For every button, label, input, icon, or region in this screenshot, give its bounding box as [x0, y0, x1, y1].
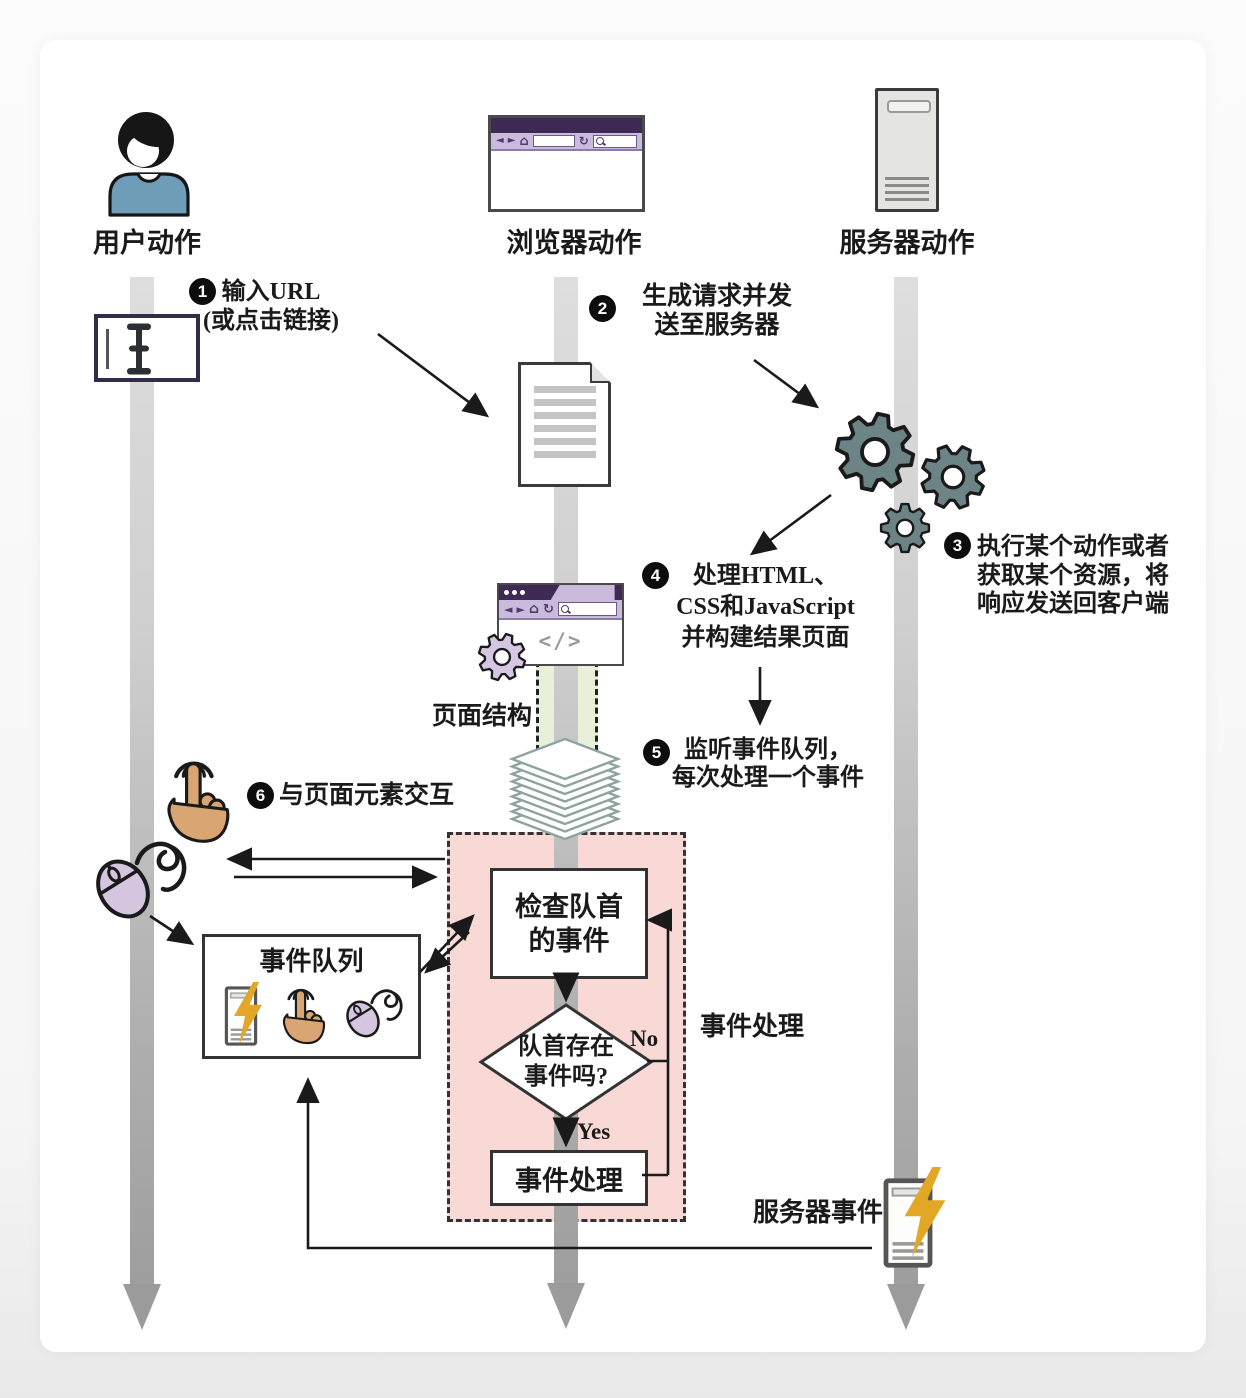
mouse-icon	[83, 841, 195, 929]
server-slot	[887, 100, 931, 113]
yes-label: Yes	[577, 1119, 611, 1144]
search-field	[592, 134, 637, 148]
process-event-box: 事件处理	[490, 1150, 648, 1206]
forward-icon: ►	[507, 135, 516, 146]
step4-badge: 4	[642, 562, 669, 589]
code-tag-label: </>	[538, 629, 583, 653]
refresh-icon: ↻	[542, 601, 554, 617]
user-person-icon	[108, 112, 190, 217]
back-icon: ◄	[504, 602, 513, 616]
mini-search-field	[557, 602, 617, 616]
queue-tap-hand-icon	[276, 979, 330, 1047]
home-icon: ⌂	[519, 133, 529, 149]
browser-toolbar: ◄ ► ⌂ ↻	[491, 133, 642, 151]
step5-badge: 5	[643, 739, 670, 766]
ibeam-cursor-icon	[127, 323, 151, 375]
step3-badge: 3	[944, 532, 971, 559]
browser-lane-label: 浏览器动作	[506, 228, 642, 258]
step6-text: 与页面元素交互	[279, 782, 455, 809]
step4-text: 处理HTML、 CSS和JavaScript 并构建结果页面	[676, 563, 855, 651]
mini-browser-titlebar	[499, 585, 622, 600]
url-field	[532, 135, 575, 147]
step1-text: 输入URL (或点击链接)	[203, 279, 339, 334]
home-icon: ⌂	[528, 601, 539, 617]
search-icon	[595, 137, 604, 145]
step5-text: 监听事件队列， 每次处理一个事件	[672, 737, 864, 791]
server-tower-icon	[875, 88, 939, 212]
browser-lane-arrow-icon	[547, 1283, 585, 1329]
check-head-box: 检查队首 的事件	[490, 868, 648, 979]
refresh-icon: ↻	[578, 134, 589, 148]
gear-large-icon	[834, 411, 916, 493]
document-icon	[518, 362, 611, 487]
step6-badge: 6	[247, 782, 274, 809]
user-lane-label: 用户动作	[93, 228, 201, 258]
step2-badge: 2	[589, 295, 616, 322]
caret-line	[106, 329, 109, 369]
mini-browser-toolbar: ◄ ► ⌂ ↻	[499, 600, 622, 620]
back-icon: ◄	[496, 135, 504, 146]
mini-browser-tab	[550, 585, 615, 600]
server-event-label: 服务器事件	[752, 1198, 883, 1227]
queue-lightning-icon	[232, 982, 264, 1044]
gear-small-icon	[879, 502, 931, 554]
server-lane-label: 服务器动作	[839, 228, 975, 258]
page-stack-icon	[509, 737, 621, 841]
gear-lavender-icon	[477, 632, 527, 682]
browser-window-icon: ◄ ► ⌂ ↻	[488, 115, 645, 212]
queue-mouse-icon	[338, 989, 408, 1044]
search-icon	[560, 605, 569, 613]
server-event-lightning-icon	[898, 1167, 952, 1257]
server-lane-arrow-icon	[887, 1284, 925, 1330]
event-handling-region-label: 事件处理	[700, 1012, 805, 1041]
browser-titlebar	[491, 118, 642, 133]
step1-badge: 1	[189, 278, 216, 305]
forward-icon: ►	[516, 602, 525, 616]
tap-hand-icon	[158, 747, 236, 847]
event-queue-title: 事件队列	[259, 947, 364, 976]
step3-text: 执行某个动作或者 获取某个资源，将 响应发送回客户端	[977, 534, 1169, 617]
step2-text: 生成请求并发 送至服务器	[641, 283, 792, 339]
gear-medium-icon	[920, 444, 986, 510]
text-input-icon	[94, 314, 200, 382]
user-lane-arrow-icon	[123, 1284, 161, 1330]
page-structure-label: 页面结构	[431, 703, 532, 730]
no-label: No	[630, 1026, 659, 1051]
user-lane	[130, 277, 154, 1285]
decision-diamond-text: 队首存在 事件吗?	[518, 1034, 614, 1090]
